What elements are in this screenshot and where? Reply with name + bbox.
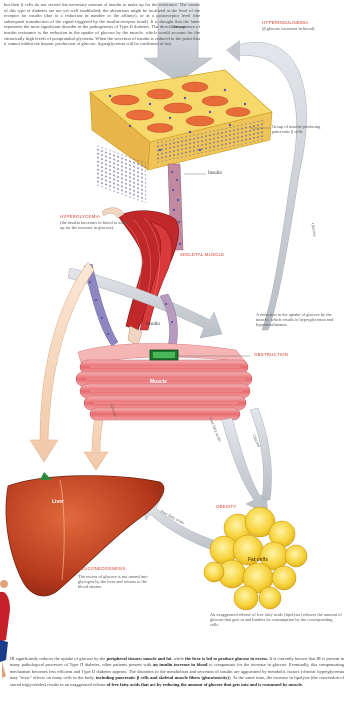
obesity-text: An exaggerated release of free fatty aci…	[210, 612, 342, 628]
runner-figure	[0, 580, 10, 678]
obesity-title: OBESITY	[216, 504, 256, 510]
footer-bold-2: the liver is led to produce glucose in e…	[185, 656, 268, 661]
pancreas-islet	[90, 70, 272, 203]
beta-cells-label: Group of insulin-producing pancreatic β …	[272, 124, 332, 134]
footer-bold-1: peripheral tissues: muscle and fat	[107, 656, 172, 661]
obstruction-label: OBSTRUCTION	[254, 352, 334, 358]
footer-paragraph: IR significantly reduces the uptake of g…	[10, 656, 344, 688]
footer-text-1: IR significantly reduces the uptake of g…	[10, 656, 105, 661]
hyperglycemia-text: (the insulin increases in blood to make …	[60, 220, 128, 230]
gluconeogenesis-text: The excess of glucose is not turned into…	[78, 574, 150, 590]
reduction-text: A reduction in the uptake of glucose by …	[256, 312, 342, 328]
hyperinsulinemia-text: (β glucose increases in blood).	[262, 26, 344, 31]
hyperglycemia-title: HYPERGLYCEMIA	[60, 214, 140, 220]
insulin-label-top: Insulin	[208, 171, 248, 177]
insulin-label-lower: Insulin	[146, 322, 176, 328]
fat-cells-label: Fat cells	[248, 558, 278, 564]
glucose-label-top: Glucose	[166, 24, 190, 30]
gluconeogenesis-title: GLUCONEOGENESIS	[78, 566, 158, 572]
muscle-label: Muscle	[150, 380, 180, 386]
footer-text-2: , while	[171, 656, 183, 661]
footer-bold-3: an insulin increase in blood	[153, 662, 207, 667]
liver-label: Liver	[52, 500, 82, 506]
footer-bold-5: of free fatty acids that act by reducing…	[107, 682, 303, 687]
hyperinsulinemia-title: HYPERINSULINEMIA	[262, 20, 344, 26]
skeletal-muscle-label: SKELETAL MUSCLE	[180, 252, 270, 258]
footer-bold-4: including pancreatic β cells and skeleta…	[96, 675, 229, 680]
